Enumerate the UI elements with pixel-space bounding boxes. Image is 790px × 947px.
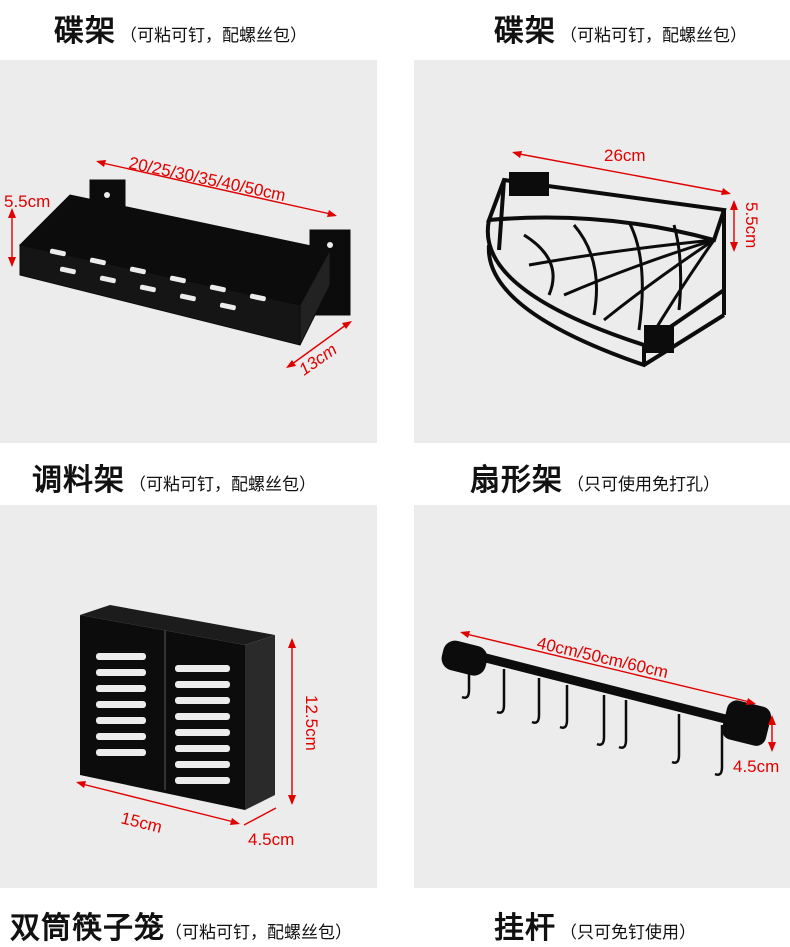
title-main: 扇形架: [470, 463, 563, 498]
panel-spice-rack: 20/25/30/35/40/50cm 5.5cm 13cm: [0, 60, 377, 443]
dim-height-label: 4.5cm: [733, 757, 779, 776]
chopstick-holder-icon: 12.5cm 15cm 4.5cm: [76, 605, 321, 849]
panel-chopstick-holder: 12.5cm 15cm 4.5cm: [0, 505, 377, 888]
title-cell-6: 挂杆 （只可免钉使用）: [494, 903, 696, 947]
title-cell-4: 扇形架 （只可使用免打孔）: [470, 455, 720, 499]
panel-corner-rack: 26cm 5.5cm: [414, 60, 790, 443]
title-main: 挂杆: [494, 911, 556, 946]
title-cell-2: 碟架 （可粘可钉，配螺丝包）: [494, 6, 747, 50]
title-sub: （可粘可钉，配螺丝包）: [120, 26, 307, 46]
dim-height-label: 5.5cm: [742, 202, 761, 248]
title-main: 碟架: [494, 14, 556, 49]
dim-depth-label: 4.5cm: [248, 830, 294, 849]
hanging-rail-icon: 40cm/50cm/60cm 4.5cm: [441, 631, 779, 776]
title-main: 调料架: [32, 463, 125, 498]
corner-rack-icon: 26cm 5.5cm: [485, 146, 761, 368]
dim-height-label: 5.5cm: [4, 192, 50, 211]
title-sub: （可粘可钉，配螺丝包）: [165, 923, 352, 943]
spice-rack-icon: 20/25/30/35/40/50cm 5.5cm 13cm: [4, 153, 352, 379]
title-sub: （只可使用免打孔）: [567, 475, 720, 495]
panel-hanging-rail: 40cm/50cm/60cm 4.5cm: [414, 505, 790, 888]
title-cell-3: 调料架 （可粘可钉，配螺丝包）: [32, 455, 316, 499]
title-main: 碟架: [54, 14, 116, 49]
title-sub: （可粘可钉，配螺丝包）: [560, 26, 747, 46]
title-sub: （可粘可钉，配螺丝包）: [129, 475, 316, 495]
title-cell-5: 双筒筷子笼 （可粘可钉，配螺丝包）: [10, 903, 352, 947]
title-main: 双筒筷子笼: [10, 911, 165, 946]
dim-width-label: 15cm: [119, 808, 164, 836]
title-cell-1: 碟架 （可粘可钉，配螺丝包）: [54, 6, 307, 50]
dim-width-label: 20/25/30/35/40/50cm: [127, 153, 287, 205]
dim-height-label: 12.5cm: [302, 695, 321, 751]
title-sub: （只可免钉使用）: [560, 923, 696, 943]
dim-width-label: 26cm: [604, 146, 646, 165]
